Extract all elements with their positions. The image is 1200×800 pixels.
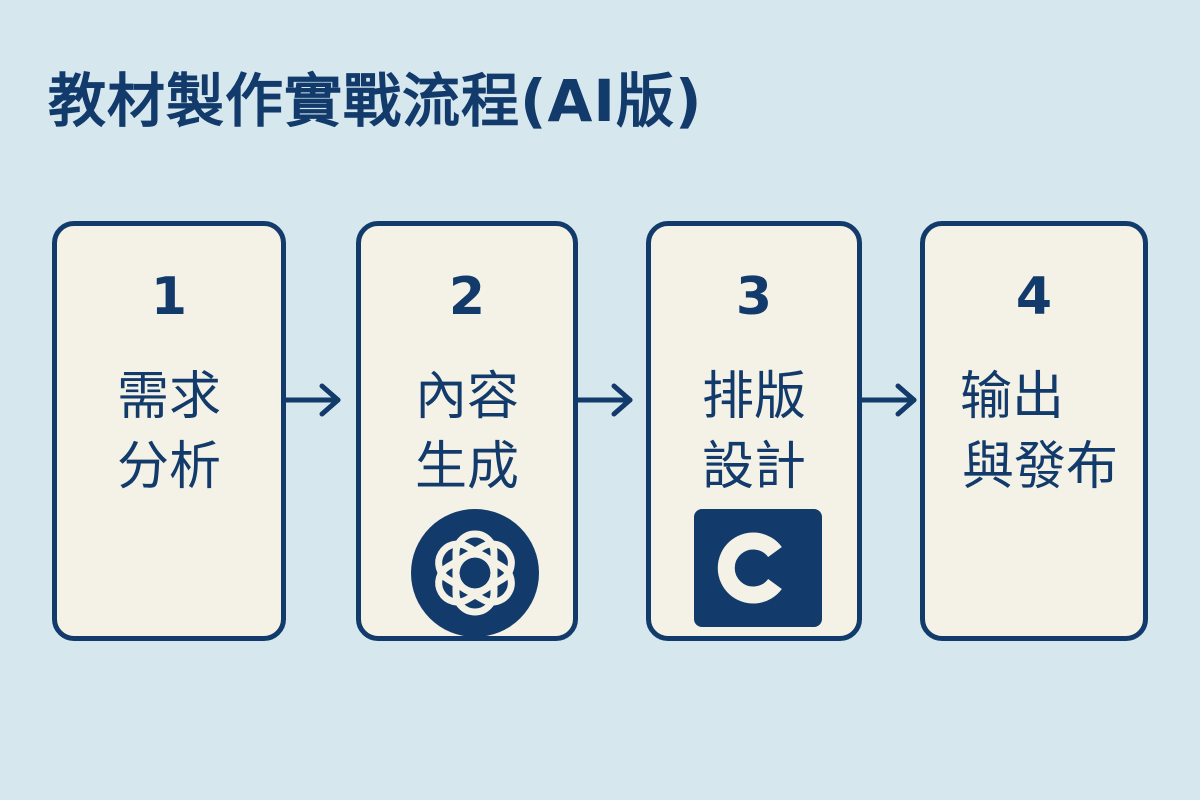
step-card-3: 3 排版 設計 bbox=[646, 221, 862, 641]
step-number: 4 bbox=[1015, 267, 1053, 327]
canva-logo-icon bbox=[694, 509, 822, 627]
step-label-line: 分析 bbox=[116, 437, 221, 497]
step-number: 1 bbox=[150, 267, 188, 327]
step-label: 需求 分析 bbox=[57, 362, 281, 502]
arrow-right-icon bbox=[575, 383, 633, 417]
step-label-line: 排版 bbox=[701, 367, 806, 427]
step-number: 3 bbox=[735, 267, 773, 327]
step-label: 排版 設計 bbox=[651, 362, 857, 502]
step-label-line: 與發布 bbox=[961, 437, 1118, 497]
step-label: 內容 生成 bbox=[361, 362, 573, 502]
step-label-line: 設計 bbox=[701, 437, 806, 497]
page-title: 教材製作實戰流程(AI版) bbox=[48, 67, 703, 135]
arrow-right-icon bbox=[859, 383, 917, 417]
step-label-line: 生成 bbox=[414, 437, 519, 497]
openai-logo-icon bbox=[411, 509, 539, 637]
canva-logo-graphic bbox=[717, 532, 782, 604]
arrow-right-icon bbox=[283, 383, 341, 417]
step-card-2: 2 內容 生成 bbox=[356, 221, 578, 641]
step-label: 输出 與發布 bbox=[925, 362, 1143, 502]
step-card-1: 1 需求 分析 bbox=[52, 221, 286, 641]
step-label-line: 需求 bbox=[116, 367, 221, 427]
openai-logo-graphic bbox=[435, 530, 515, 616]
step-card-4: 4 输出 與發布 bbox=[920, 221, 1148, 641]
step-label-line: 內容 bbox=[414, 367, 519, 427]
step-label-line: 输出 bbox=[959, 367, 1064, 427]
step-number: 2 bbox=[448, 267, 486, 327]
